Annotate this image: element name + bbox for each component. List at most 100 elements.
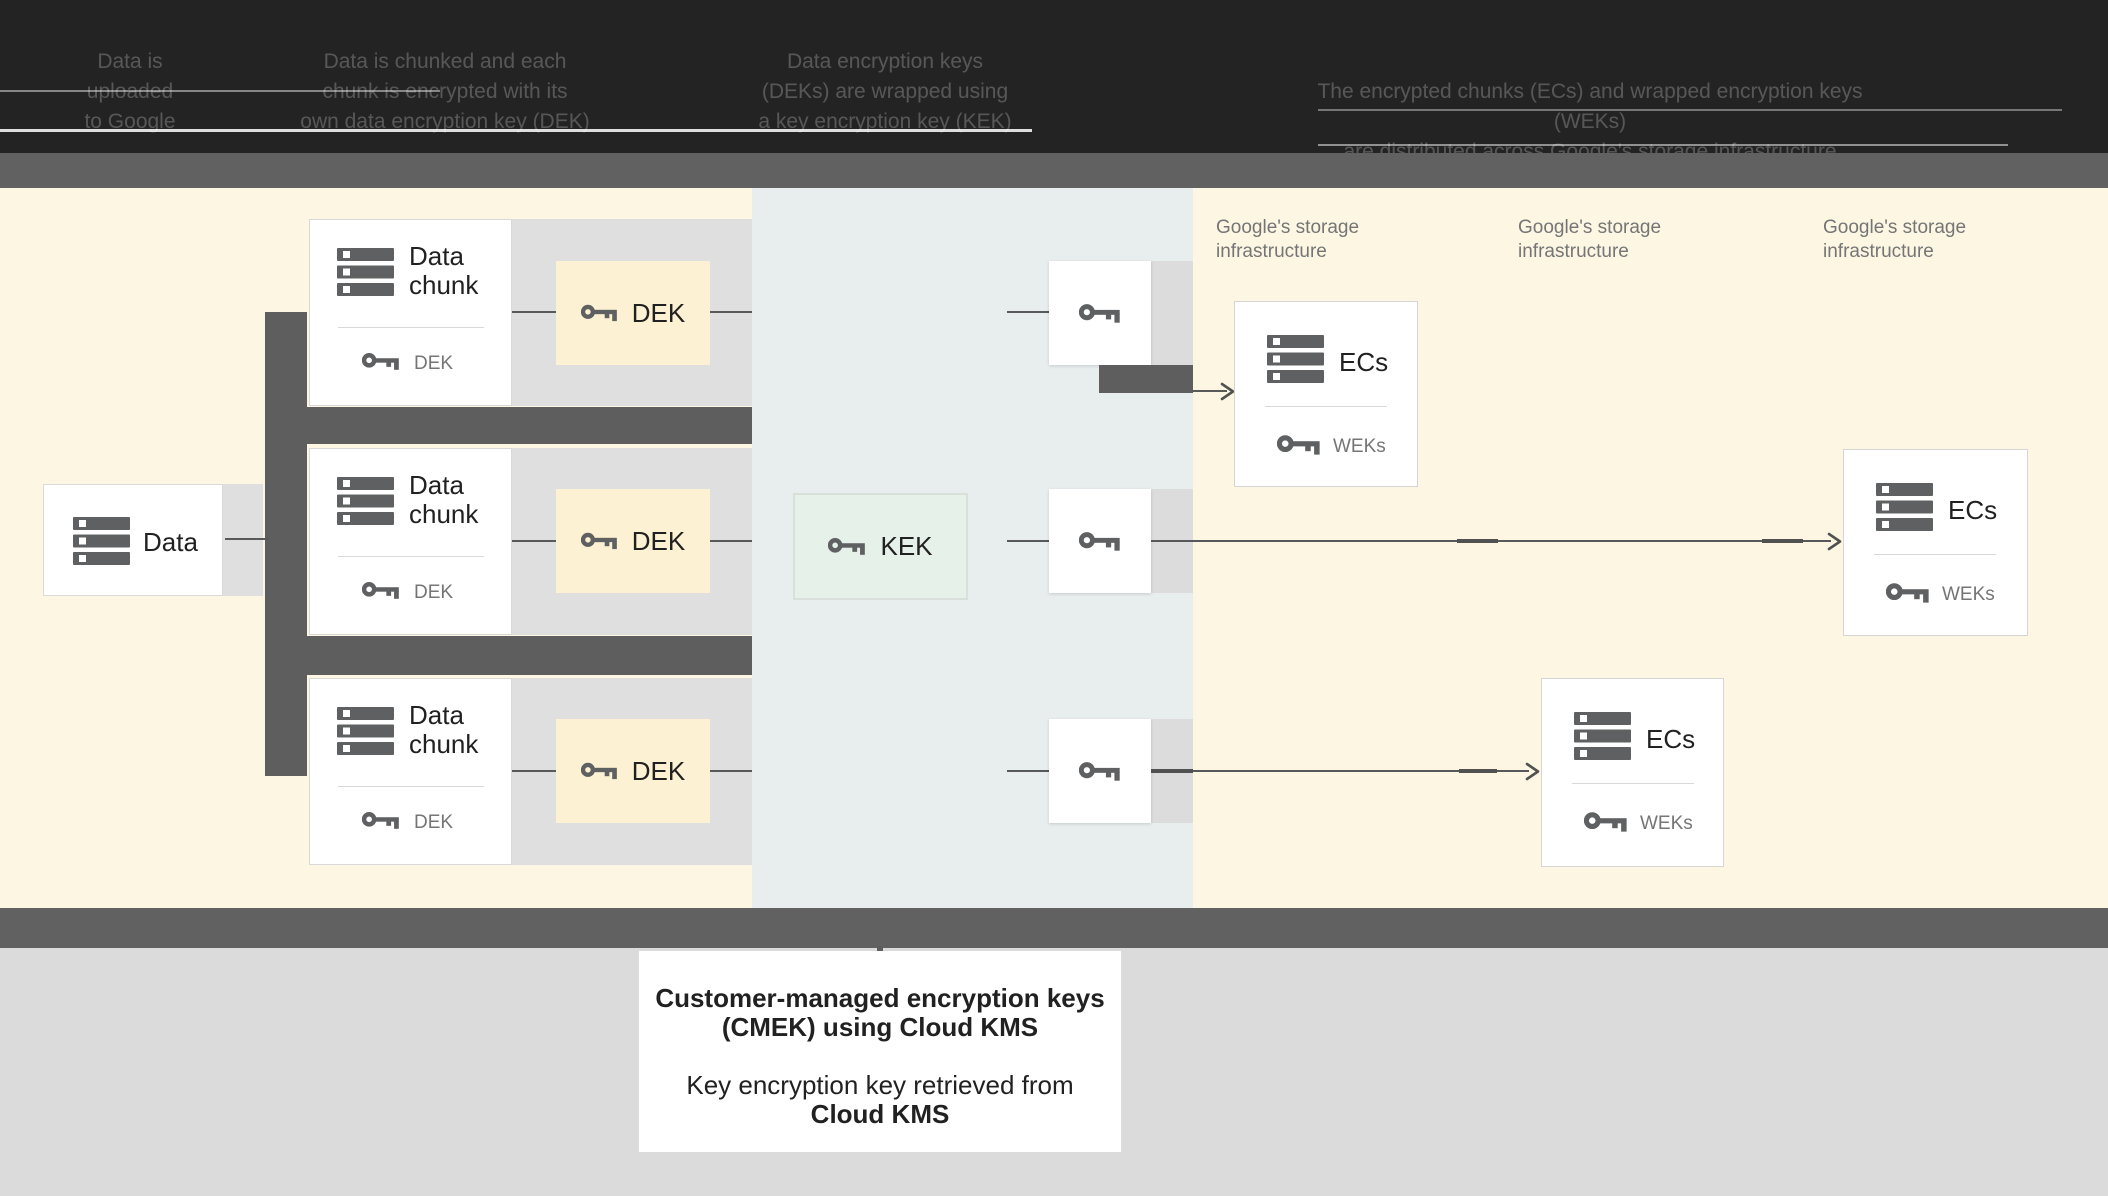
storage-label-1: Google's storage infrastructure [1216,217,1360,262]
server-icon [1267,335,1324,383]
header-black-band: Data is uploaded to Google Data is chunk… [0,0,2108,163]
kek-box: KEK [793,493,968,600]
key-icon [1079,759,1121,784]
divider [338,556,484,557]
key-icon [1277,432,1321,458]
wrapping-key-box-3 [1049,719,1151,823]
dek-box-2: DEK [556,489,710,593]
arrow-overlap-segment [1151,769,1193,773]
key-icon [828,535,866,558]
data-chunk-label: Data chunk [409,470,479,529]
chunk-bracket [265,312,307,776]
cmek-caption-box: Customer-managed encryption keys (CMEK) … [639,951,1121,1152]
connector-line [1007,311,1049,313]
cmek-caption-line: Customer-managed encryption keys [655,983,1105,1013]
divider [1874,554,1996,555]
divider [338,786,484,787]
server-icon [337,707,394,755]
divider [1265,406,1387,407]
wrapping-key-box-2 [1049,489,1151,593]
server-icon [337,477,394,525]
cmek-caption-line: Key encryption key retrieved from [686,1070,1074,1100]
dek-label: DEK [631,755,686,786]
callout-notch [877,946,883,952]
data-connector-line [225,538,269,540]
arrow-line [1193,390,1227,392]
data-chunk-box-1: Data chunk DEK [309,219,512,406]
key-icon [581,530,618,552]
server-icon [337,248,394,296]
data-box-gray-tab [223,484,263,596]
header-streak [1318,109,2062,111]
connector-line [710,770,752,772]
chunk-dek-label: DEK [414,812,454,833]
divider-band-top [0,153,2108,188]
data-chunk-box-2: Data chunk DEK [309,448,512,635]
key-icon [1886,580,1930,606]
header-streak [0,90,440,92]
arrowhead-icon [1827,532,1842,551]
storage-label-3: Google's storage infrastructure [1823,217,1967,262]
server-icon [1876,483,1933,531]
arrow-overlap-segment [1457,539,1498,543]
header-streak [0,129,1032,132]
key-box-strip [1151,261,1193,365]
divider [338,327,484,328]
server-icon [73,517,130,565]
connector-line [710,540,752,542]
dark-connector-band-2 [307,636,752,675]
connector-line [512,540,556,542]
caption-chunking: Data is chunked and each chunk is encryp… [300,50,590,133]
ecs-box-2: ECs WEKs [1843,449,2028,636]
row1-thick-bar [1099,365,1193,393]
data-chunk-box-3: Data chunk DEK [309,678,512,865]
chunk-dek-label: DEK [414,582,454,603]
cmek-caption-line: (CMEK) using Cloud KMS [721,1012,1039,1042]
key-icon [581,302,618,324]
chunk-dek-label: DEK [414,353,454,374]
server-icon [1574,712,1631,760]
connector-line [1007,540,1049,542]
ecs-box-3: ECs WEKs [1541,678,1724,867]
ecs-label: ECs [1646,724,1696,754]
kek-label: KEK [880,531,933,561]
arrowhead-icon [1525,762,1540,781]
caption-upload: Data is uploaded to Google [84,50,176,133]
divider-band-bottom [0,908,2108,948]
data-box: Data [43,484,223,596]
key-icon [1079,301,1121,326]
dek-box-1: DEK [556,261,710,365]
connector-line [512,311,556,313]
key-icon [1584,809,1628,835]
data-box-label: Data [143,527,198,557]
ecs-box-1: ECs WEKs [1234,301,1418,487]
arrow-overlap-segment [1762,539,1803,543]
storage-label-2: Google's storage infrastructure [1518,217,1662,262]
connector-line [512,770,556,772]
arrow-overlap-segment [1459,769,1497,773]
key-icon [362,350,400,373]
weks-label: WEKs [1640,813,1693,834]
wrapping-key-box-1 [1049,261,1151,365]
weks-label: WEKs [1942,584,1995,605]
ecs-label: ECs [1339,347,1389,377]
key-icon [362,579,400,602]
dek-box-3: DEK [556,719,710,823]
arrow-line [1151,770,1529,772]
connector-line [1007,770,1049,772]
weks-label: WEKs [1333,436,1386,457]
caption-wrapping: Data encryption keys (DEKs) are wrapped … [758,50,1012,133]
header-streak [1318,144,2008,146]
cmek-caption-line: Cloud KMS [810,1099,950,1129]
dek-label: DEK [631,297,686,328]
dek-label: DEK [631,525,686,556]
data-chunk-label: Data chunk [409,241,479,300]
key-icon [1079,529,1121,554]
key-icon [362,809,400,832]
data-chunk-label: Data chunk [409,700,479,759]
dark-connector-band-1 [307,407,752,444]
connector-line [710,311,752,313]
divider [1572,783,1694,784]
key-icon [581,760,618,782]
